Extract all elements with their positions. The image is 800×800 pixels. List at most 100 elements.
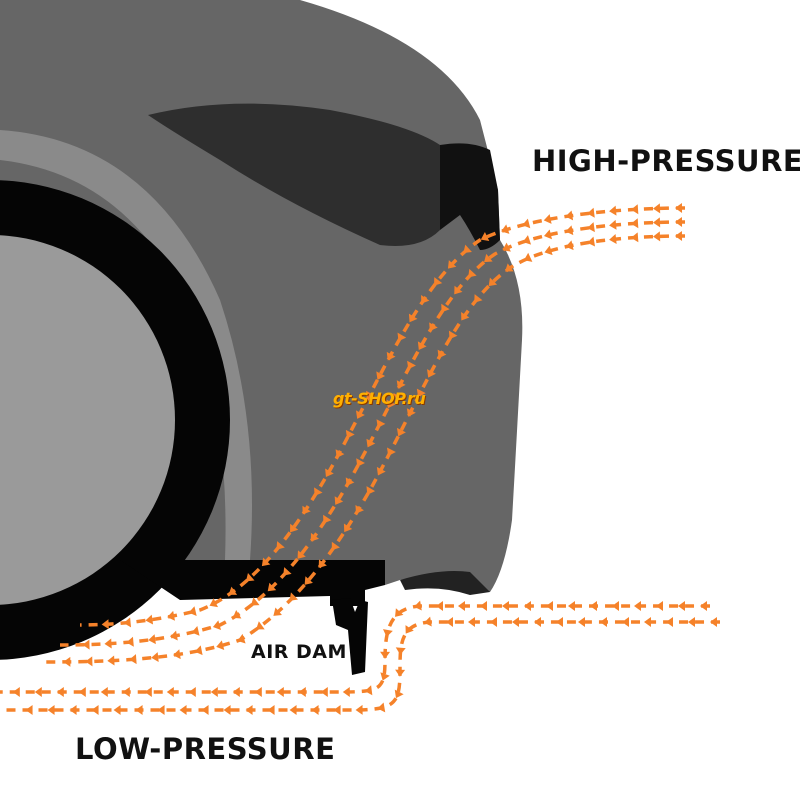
airflow-arrowhead <box>325 468 334 478</box>
airflow-arrowhead <box>320 687 328 697</box>
airflow-arrowhead <box>366 486 376 495</box>
airflow-arrowhead <box>612 601 619 611</box>
airflow-arrowhead <box>522 235 532 245</box>
bumper-edge <box>440 143 500 250</box>
airflow-arrowhead <box>377 702 386 713</box>
airflow-arrowhead <box>436 601 443 611</box>
airflow-arrowhead <box>543 214 552 224</box>
airflow-arrowhead <box>568 601 575 611</box>
airflow-arrowhead <box>653 203 661 214</box>
airflow-arrowhead <box>376 419 386 428</box>
airflow-stream <box>39 234 686 664</box>
airflow-arrowhead <box>232 610 242 619</box>
airflow-arrowhead <box>421 295 430 304</box>
airflow-arrowhead <box>250 597 260 606</box>
airflow-arrowhead <box>446 617 453 627</box>
airflow-arrowhead <box>25 705 33 715</box>
airflow-arrowhead <box>209 598 219 608</box>
airflow-arrowhead <box>151 652 159 663</box>
airflow-arrowhead <box>63 656 71 667</box>
airflow-arrowhead <box>283 567 292 576</box>
airflow-arrowhead <box>609 234 617 244</box>
airflow-arrowhead <box>688 617 695 627</box>
airflow-stream <box>59 220 686 647</box>
airflow-arrowhead <box>501 224 510 234</box>
airflow-arrowhead <box>609 205 617 216</box>
rim <box>0 235 175 605</box>
air-dam <box>332 598 368 675</box>
airflow-arrowhead <box>394 689 404 699</box>
airflow-arrowhead <box>417 341 427 350</box>
airflow-arrowhead <box>304 576 313 585</box>
airflow-arrowhead <box>468 617 475 627</box>
airflow-arrowhead <box>427 369 436 378</box>
airflow-arrowhead <box>653 231 661 242</box>
airflow-arrowhead <box>666 617 673 627</box>
airflow-arrowhead <box>448 330 458 340</box>
airflow-arrowhead <box>232 687 240 697</box>
airflow-arrowhead <box>212 620 222 630</box>
airflow-arrowhead <box>311 705 319 715</box>
airflow-arrowhead <box>700 601 707 611</box>
airflow-arrowhead <box>590 601 597 611</box>
airflow-arrowhead <box>188 606 197 616</box>
airflow-arrowhead <box>458 601 465 611</box>
airflow-arrowhead <box>314 487 323 496</box>
airflow-arrowhead <box>587 236 596 247</box>
watermark-logo: gt-SHOP.ru <box>333 389 426 408</box>
airflow-arrowhead <box>34 687 42 697</box>
airflow-arrowhead <box>104 638 112 649</box>
airflow-arrowhead <box>480 601 487 611</box>
airflow-arrowhead <box>166 687 174 697</box>
low-pressure-label: LOW-PRESSURE <box>75 732 336 766</box>
airflow-arrowhead <box>256 621 265 630</box>
airflow-arrowhead <box>386 351 396 361</box>
airflow-arrowhead <box>380 651 391 659</box>
airflow-arrowhead <box>505 263 514 272</box>
airflow-arrowhead <box>565 210 574 221</box>
airflow-arrowhead <box>395 669 406 677</box>
airflow-arrowhead <box>656 601 663 611</box>
airflow-arrowhead <box>609 219 617 230</box>
airflow-arrowhead <box>345 477 355 486</box>
airflow-arrowhead <box>556 617 563 627</box>
airflow-arrowhead <box>490 617 497 627</box>
airflow-arrowhead <box>380 672 390 681</box>
airflow-arrowhead <box>675 202 683 213</box>
airflow-arrowhead <box>600 617 607 627</box>
airflow-arrowhead <box>267 582 277 592</box>
airflow-arrowhead <box>107 655 115 666</box>
airflow-arrowhead <box>129 654 137 665</box>
airflow-arrowhead <box>544 229 552 240</box>
airflow-arrowhead <box>565 225 574 236</box>
airflow-arrowhead <box>408 313 418 323</box>
airflow-arrowhead <box>396 427 406 437</box>
airflow-arrowhead <box>578 617 585 627</box>
airflow-arrowhead <box>434 277 443 286</box>
airflow-arrowhead <box>123 617 132 628</box>
airflow-arrowhead <box>100 687 108 697</box>
airflow-arrowhead <box>587 222 595 233</box>
airflow-stream <box>0 604 710 694</box>
airflow-arrowhead <box>289 705 297 715</box>
air-dam-label: AIR DAM <box>251 641 347 663</box>
airflow-arrowhead <box>318 559 327 568</box>
airflow-arrowhead <box>502 601 509 611</box>
headlight <box>148 103 440 246</box>
airflow-arrowhead <box>631 204 639 215</box>
airflow-arrowhead <box>201 705 209 715</box>
airflow-arrowhead <box>170 630 178 641</box>
airflow-arrowhead <box>85 656 93 667</box>
airflow-arrowhead <box>386 399 396 409</box>
airflow-arrowhead <box>437 349 447 359</box>
airflow-arrowhead <box>405 625 414 634</box>
airflow-arrows <box>0 202 720 715</box>
airflow-arrowhead <box>546 601 553 611</box>
airflow-arrowhead <box>47 705 55 715</box>
airflow-arrowhead <box>386 447 396 456</box>
airflow-arrowhead <box>644 617 651 627</box>
airflow-arrowhead <box>406 408 416 417</box>
airflow-arrowhead <box>468 268 477 278</box>
undertray <box>120 560 385 606</box>
airflow-arrowhead <box>254 687 262 697</box>
